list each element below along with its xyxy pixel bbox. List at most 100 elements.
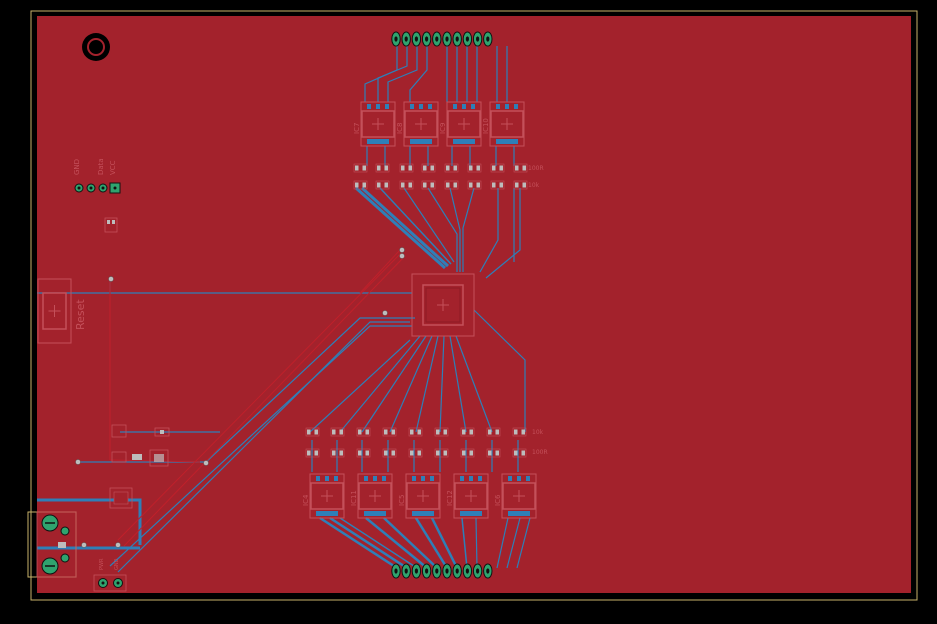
smd-resistor[interactable] [399, 163, 414, 173]
smd-resistor[interactable] [375, 180, 390, 190]
resistor-label-10k-bottom: 10k [532, 429, 544, 436]
smd-resistor[interactable] [513, 180, 528, 190]
reset-button[interactable] [37, 278, 72, 344]
crystal-components[interactable] [111, 424, 170, 467]
pin-hole [445, 568, 449, 574]
smd-resistor[interactable] [512, 448, 527, 458]
smd-resistor[interactable] [382, 427, 397, 437]
ic-tab [367, 139, 389, 144]
reset-label: Reset [74, 299, 87, 330]
smd-resistor[interactable] [490, 180, 505, 190]
ic-package[interactable]: IC7 [353, 101, 396, 147]
smd-resistor[interactable] [356, 448, 371, 458]
smd-resistor[interactable] [375, 163, 390, 173]
ic-package[interactable]: IC8 [396, 101, 439, 147]
vias [75, 247, 405, 548]
smd-resistor[interactable] [382, 448, 397, 458]
ic-package[interactable]: IC4 [302, 473, 345, 519]
power-terminal-block[interactable] [27, 511, 77, 578]
smd-resistor[interactable] [330, 427, 345, 437]
resistor-label-100r-top: 100R [528, 165, 544, 172]
ic-package[interactable]: IC12 [446, 473, 489, 519]
smd-resistor[interactable] [353, 180, 368, 190]
voltage-regulator[interactable] [109, 487, 133, 509]
ic-package[interactable]: IC11 [350, 473, 393, 519]
power-pads[interactable] [93, 574, 127, 592]
mounting-hole-icon [82, 33, 110, 61]
ic-pin [367, 104, 371, 109]
pin-hole [414, 36, 418, 42]
ic-pin [453, 104, 457, 109]
pin-hole [394, 36, 398, 42]
ic-tab [460, 511, 482, 516]
pin-hole [465, 36, 469, 42]
ic-pin [496, 104, 500, 109]
bottom-pin-header[interactable] [391, 563, 493, 579]
smd-resistor[interactable] [444, 180, 459, 190]
top-pin-header[interactable] [391, 31, 493, 47]
ic-pin [526, 476, 530, 481]
smd-resistor[interactable] [460, 448, 475, 458]
ic-pin [316, 476, 320, 481]
smd-resistor[interactable] [486, 448, 501, 458]
smd-resistor[interactable] [513, 163, 528, 173]
ic-package[interactable]: IC5 [398, 473, 441, 519]
ic-tab [453, 139, 475, 144]
ic-pin [505, 104, 509, 109]
ic-pin [469, 476, 473, 481]
ic-pin [410, 104, 414, 109]
ic-label: IC8 [396, 123, 404, 134]
pin-hole [425, 568, 429, 574]
ic-tab [364, 511, 386, 516]
ic-pin [419, 104, 423, 109]
ic-label: IC11 [350, 490, 358, 506]
smd-resistor[interactable] [399, 180, 414, 190]
power-pad-label-pwr: PWR [99, 558, 105, 570]
ic-pin [514, 104, 518, 109]
ic-pin [421, 476, 425, 481]
pin-label-data: Data [97, 158, 105, 175]
smd-resistor[interactable] [460, 427, 475, 437]
smd-resistor[interactable] [421, 180, 436, 190]
smd-resistor[interactable] [467, 163, 482, 173]
smd-resistor[interactable] [353, 163, 368, 173]
smd-resistor[interactable] [434, 448, 449, 458]
pin-hole [414, 568, 418, 574]
smd-resistor[interactable] [408, 427, 423, 437]
smd-resistor[interactable] [356, 427, 371, 437]
ic-pin [325, 476, 329, 481]
pullup-resistor[interactable] [104, 217, 118, 233]
ic-package[interactable]: IC9 [439, 101, 482, 147]
smd-resistor[interactable] [467, 180, 482, 190]
smd-resistor[interactable] [512, 427, 527, 437]
pin-hole [455, 568, 459, 574]
top-resistor-rows[interactable] [353, 163, 528, 190]
pin-hole [435, 568, 439, 574]
smd-resistor[interactable] [305, 448, 320, 458]
ic-package[interactable]: IC10 [482, 101, 525, 147]
pin-hole [435, 36, 439, 42]
ic-tab [508, 511, 530, 516]
smd-resistor[interactable] [305, 427, 320, 437]
bottom-resistor-rows[interactable] [305, 427, 527, 458]
ic-package[interactable]: IC6 [494, 473, 537, 519]
smd-resistor[interactable] [434, 427, 449, 437]
ic-pin [428, 104, 432, 109]
smd-resistor[interactable] [408, 448, 423, 458]
smd-resistor[interactable] [421, 163, 436, 173]
ic-pin [430, 476, 434, 481]
smd-resistor[interactable] [490, 163, 505, 173]
pin-hole [404, 36, 408, 42]
smd-resistor[interactable] [330, 448, 345, 458]
data-header[interactable] [74, 182, 121, 194]
smd-resistor[interactable] [444, 163, 459, 173]
pin-hole [465, 568, 469, 574]
microcontroller[interactable] [411, 273, 475, 337]
ic-pin [373, 476, 377, 481]
smd-resistor[interactable] [486, 427, 501, 437]
ic-tab [412, 511, 434, 516]
ic-tab [496, 139, 518, 144]
